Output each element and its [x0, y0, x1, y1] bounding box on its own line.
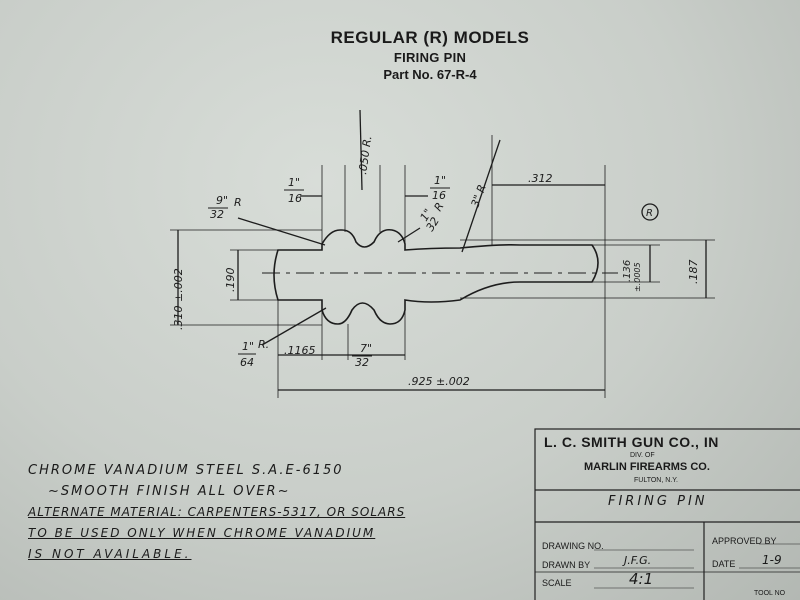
- dim-1-32-num: 1": [418, 206, 435, 223]
- dim-1-64-den: 64: [240, 356, 254, 369]
- dim-9-32-r: R: [234, 196, 242, 209]
- dim-312: .312: [528, 172, 553, 185]
- approved-by-label: APPROVED BY: [712, 536, 777, 546]
- dim-1-64-num: 1": [242, 340, 254, 353]
- dim-9-32-num: 9": [216, 194, 228, 207]
- dim-1-64-r: R.: [258, 338, 269, 351]
- note-line-4: TO BE USED ONLY WHEN CHROME VANADIUM: [28, 526, 376, 540]
- dim-925: .925 ±.002: [408, 375, 470, 388]
- dim-7-32-den: 32: [355, 356, 369, 369]
- dim-1-16-a-num: 1": [288, 176, 300, 189]
- date-value: 1-9: [762, 553, 782, 567]
- division-label: DIV. OF: [630, 452, 655, 459]
- parent-company: MARLIN FIREARMS CO.: [584, 461, 710, 473]
- note-line-2: ~SMOOTH FINISH ALL OVER~: [48, 484, 291, 499]
- dim-050-radius: .050 R.: [356, 135, 374, 176]
- company-city: FULTON, N.Y.: [634, 477, 678, 484]
- dim-r-circle-label: R: [646, 208, 653, 219]
- note-line-3: ALTERNATE MATERIAL: CARPENTERS-5317, OR …: [28, 505, 406, 519]
- note-line-1: CHROME VANADIUM STEEL S.A.E-6150: [28, 463, 344, 478]
- drawn-by-label: DRAWN BY: [542, 560, 591, 570]
- dim-136-tol: ±.0005: [633, 262, 642, 292]
- dim-9-32-den: 32: [210, 208, 224, 221]
- scale-label: SCALE: [542, 578, 572, 588]
- sheet-title: REGULAR (R) MODELS: [330, 28, 530, 47]
- part-name: FIRING PIN: [393, 50, 467, 65]
- dim-7-32-num: 7": [360, 342, 372, 355]
- dim-187: .187: [687, 260, 700, 285]
- dim-1-16-a-den: 16: [288, 192, 302, 205]
- drawing-no-label: DRAWING NO.: [542, 541, 604, 551]
- material-notes: CHROME VANADIUM STEEL S.A.E-6150 ~SMOOTH…: [28, 460, 528, 565]
- drawn-by-value: J.F.G.: [624, 554, 652, 567]
- note-line-5: IS NOT AVAILABLE.: [28, 547, 192, 561]
- part-number: Part No. 67-R-4: [383, 67, 477, 82]
- title-block: L. C. SMITH GUN CO., IN DIV. OF MARLIN F…: [534, 428, 800, 600]
- dim-1-16-b-num: 1": [434, 174, 446, 187]
- dim-1-32-den: 32: [424, 215, 442, 234]
- dim-1165: .1165: [284, 344, 316, 357]
- tool-no-label: TOOL NO: [754, 590, 786, 597]
- dim-190: .190: [224, 268, 237, 293]
- dim-136: .136: [622, 260, 633, 282]
- part-title: FIRING PIN: [608, 494, 708, 509]
- dim-1-16-b-den: 16: [432, 189, 446, 202]
- dim-310: .310 ±.002: [172, 268, 185, 330]
- date-label: DATE: [712, 559, 736, 569]
- company-name: L. C. SMITH GUN CO., IN: [544, 434, 719, 450]
- scale-value: 4:1: [629, 570, 654, 588]
